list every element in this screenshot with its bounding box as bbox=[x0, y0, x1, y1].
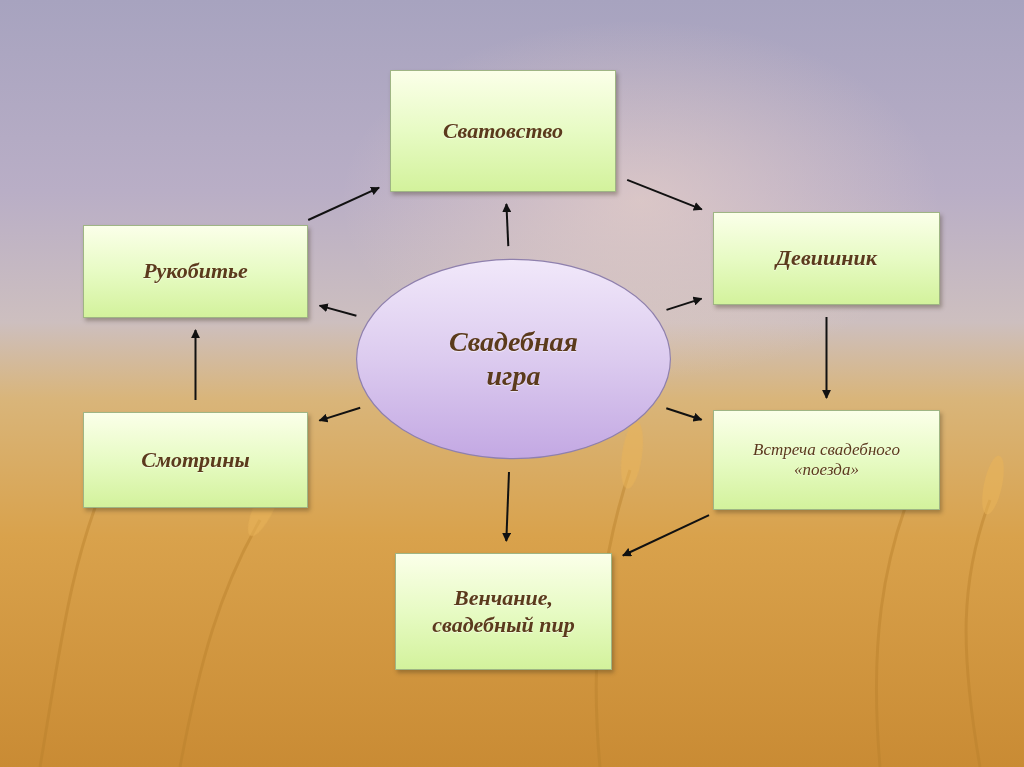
stage-box: Смотрины bbox=[83, 412, 308, 508]
stage-box: Встреча свадебного «поезда» bbox=[713, 410, 940, 510]
stage-label: Смотрины bbox=[141, 447, 250, 473]
stage-label: Встреча свадебного «поезда» bbox=[732, 440, 922, 481]
arrow-connector bbox=[506, 472, 509, 541]
arrow-connector bbox=[506, 204, 508, 246]
stage-label: Рукобитье bbox=[143, 258, 248, 284]
ellipse-outline bbox=[355, 258, 672, 460]
arrow-connector bbox=[195, 330, 197, 400]
stage-label: Свадебная игра bbox=[434, 325, 594, 392]
arrow-connector bbox=[666, 408, 701, 419]
arrow-connector bbox=[319, 408, 360, 421]
stage-label: Венчание, свадебный пир bbox=[416, 585, 591, 638]
stage-box: Венчание, свадебный пир bbox=[395, 553, 612, 670]
arrow-connector bbox=[627, 180, 702, 210]
arrow-connector bbox=[308, 188, 379, 220]
stage-label: Сватовство bbox=[443, 118, 563, 144]
arrow-connector bbox=[826, 317, 828, 398]
stage-box: Сватовство bbox=[390, 70, 616, 192]
stage-box: Девишник bbox=[713, 212, 940, 305]
center-ellipse: Свадебная игра bbox=[355, 258, 672, 460]
arrow-connector bbox=[320, 306, 357, 316]
arrow-connector bbox=[667, 299, 702, 310]
stage-label: Девишник bbox=[776, 245, 877, 271]
stage-box: Рукобитье bbox=[83, 225, 308, 318]
arrow-connector bbox=[623, 515, 709, 555]
